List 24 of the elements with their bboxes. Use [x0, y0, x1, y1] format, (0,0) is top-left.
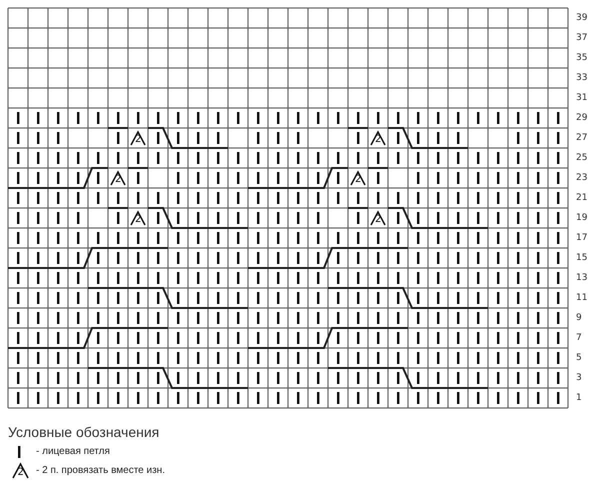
legend-title: Условные обозначения	[8, 424, 160, 440]
row-number: 25	[576, 153, 588, 163]
row-number: 3	[576, 373, 582, 383]
legend-text: - лицевая петля	[36, 446, 110, 457]
row-number: 11	[576, 293, 588, 303]
row-number: 1	[576, 393, 582, 403]
stitch-count: 2	[18, 468, 24, 478]
row-number: 27	[576, 133, 588, 143]
row-number: 29	[576, 113, 588, 123]
row-number: 23	[576, 173, 588, 183]
row-number: 17	[576, 233, 588, 243]
row-number: 19	[576, 213, 588, 223]
row-number: 39	[576, 13, 588, 23]
row-number: 7	[576, 333, 582, 343]
row-number: 31	[576, 93, 588, 103]
row-number: 9	[576, 313, 582, 323]
row-number: 33	[576, 73, 588, 83]
row-number: 5	[576, 353, 582, 363]
row-number: 21	[576, 193, 588, 203]
legend-text: - 2 п. провязать вместе изн.	[36, 465, 165, 476]
row-number: 15	[576, 253, 588, 263]
row-number: 35	[576, 53, 588, 63]
row-number: 13	[576, 273, 588, 283]
row-number: 37	[576, 33, 588, 43]
